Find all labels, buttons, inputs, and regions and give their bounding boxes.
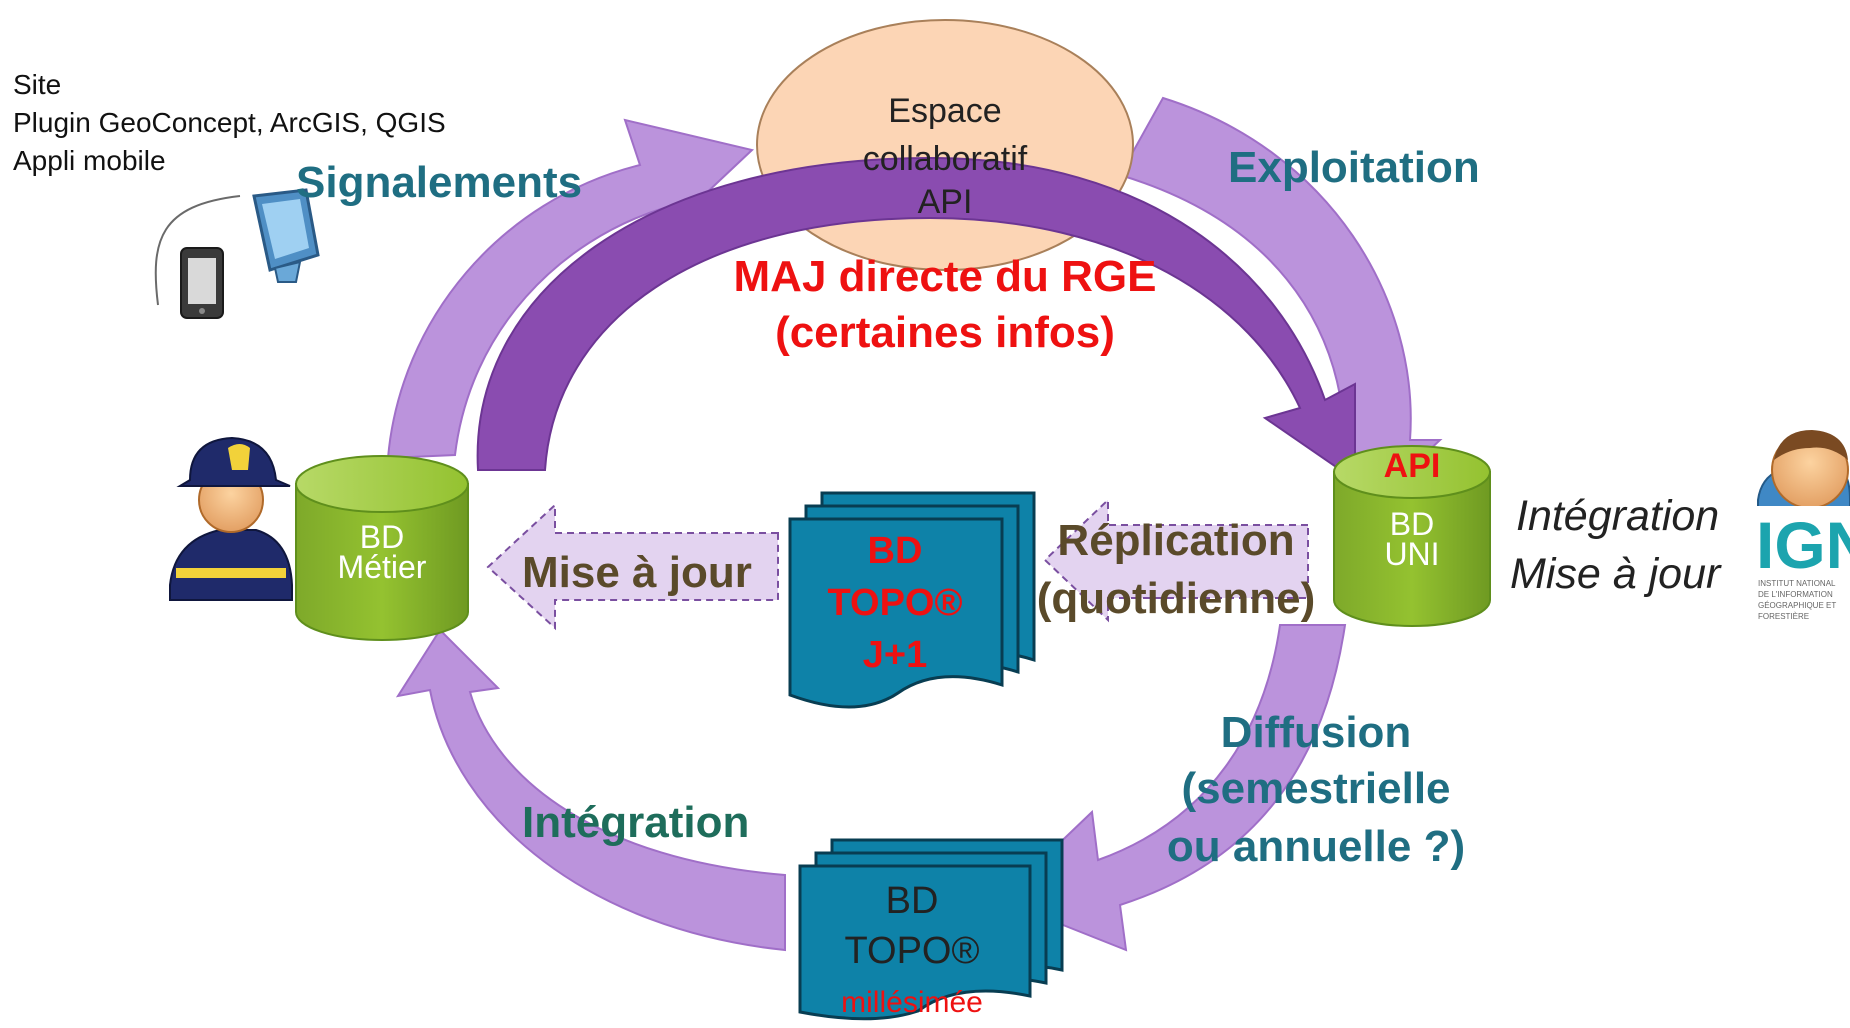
ign-mise-a-jour-label: Mise à jour bbox=[1510, 550, 1721, 598]
replication-line1: Réplication bbox=[1057, 516, 1295, 565]
replication-line2: (quotidienne) bbox=[1036, 574, 1316, 623]
topo-yearly-line3: millésimée bbox=[841, 986, 983, 1019]
bd-uni-api: API bbox=[1383, 447, 1441, 485]
diffusion-line3: ou annuelle ?) bbox=[1166, 822, 1466, 871]
signalements-arrow bbox=[386, 118, 755, 460]
bd-uni-line1: BD bbox=[1389, 506, 1435, 542]
topo-daily-line3: J+1 bbox=[862, 634, 928, 676]
bd-uni-line2: UNI bbox=[1384, 536, 1440, 572]
collab-space-api: API bbox=[917, 183, 973, 221]
topo-daily-line2: TOPO® bbox=[827, 582, 963, 624]
computer-monitor-icon bbox=[252, 188, 320, 283]
ign-logo-text: IGN bbox=[1756, 508, 1850, 582]
integration-arrow bbox=[395, 628, 786, 952]
collab-space-subtitle: collaboratif bbox=[862, 140, 1028, 178]
integration-label: Intégration bbox=[522, 798, 750, 847]
ign-logo: IGN bbox=[1756, 506, 1850, 582]
bd-metier-cylinder bbox=[295, 455, 469, 641]
topo-yearly-line2: TOPO® bbox=[844, 930, 980, 972]
ign-integration-label: Intégration bbox=[1516, 492, 1720, 540]
diffusion-line1: Diffusion bbox=[1220, 708, 1412, 757]
bd-topo-yearly-docs bbox=[798, 838, 1064, 1021]
replication-arrow bbox=[1043, 497, 1309, 623]
ign-logo-caption: INSTITUT NATIONAL DE L'INFORMATION GÉOGR… bbox=[1758, 579, 1837, 621]
phone-icon bbox=[154, 195, 241, 319]
exploitation-label: Exploitation bbox=[1228, 143, 1480, 192]
bd-uni-cylinder bbox=[1333, 445, 1491, 627]
diffusion-line2: (semestrielle bbox=[1181, 764, 1451, 813]
signalements-label: Signalements bbox=[296, 158, 583, 207]
collab-space-title: Espace bbox=[888, 92, 1002, 130]
bd-metier-line1: BD bbox=[359, 519, 405, 555]
bd-topo-daily-docs bbox=[788, 491, 1036, 709]
firefighter-user-icon bbox=[169, 436, 293, 601]
mise-a-jour-label: Mise à jour bbox=[522, 548, 752, 597]
exploitation-arrow bbox=[1118, 96, 1443, 500]
maj-directe-line1: MAJ directe du RGE bbox=[733, 252, 1157, 301]
topo-yearly-line1: BD bbox=[885, 880, 939, 922]
mise-a-jour-arrow bbox=[486, 502, 779, 631]
maj-directe-arrow bbox=[476, 156, 1356, 482]
maj-directe-line2: (certaines infos) bbox=[775, 308, 1115, 357]
topo-daily-line1: BD bbox=[867, 530, 923, 572]
bd-metier-line2: Métier bbox=[337, 549, 427, 585]
sources-list: Site Plugin GeoConcept, ArcGIS, QGIS App… bbox=[13, 69, 446, 176]
